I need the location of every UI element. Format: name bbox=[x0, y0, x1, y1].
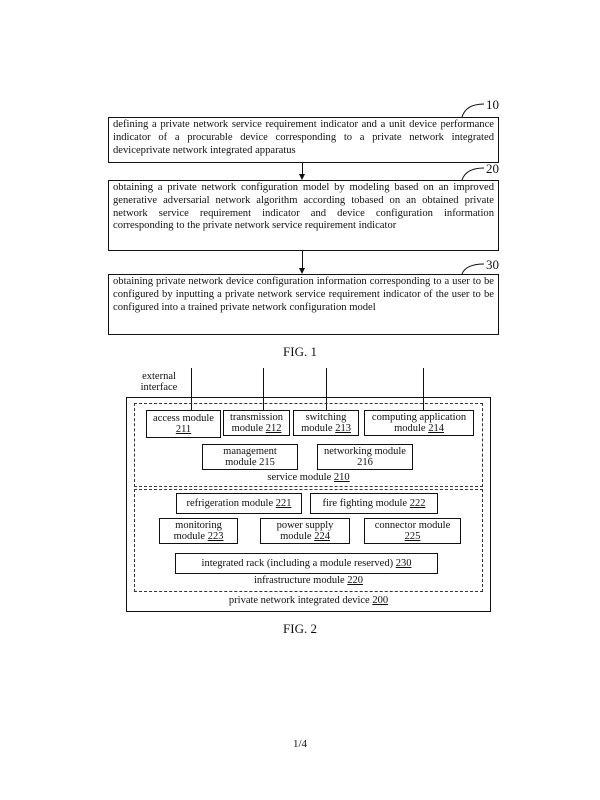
step-ref-20: 20 bbox=[486, 161, 499, 177]
page-number: 1/4 bbox=[0, 738, 600, 750]
module-name: refrigeration module bbox=[187, 498, 274, 509]
label-number: 200 bbox=[372, 595, 388, 606]
module-number: 224 bbox=[314, 531, 330, 542]
step-box-20: obtaining a private network configuratio… bbox=[108, 180, 499, 251]
module-number: 213 bbox=[335, 423, 351, 434]
module-number: 212 bbox=[266, 423, 282, 434]
step-ref-10: 10 bbox=[486, 97, 499, 113]
fig1-caption: FIG. 1 bbox=[0, 344, 600, 360]
leader-10 bbox=[462, 104, 484, 117]
arrow-line bbox=[302, 162, 303, 174]
refrigeration-module-221: refrigeration module 221 bbox=[176, 493, 302, 514]
module-name: management module 215 bbox=[217, 446, 283, 469]
module-name: access module bbox=[153, 413, 214, 425]
computing-application-module-214: computing application module 214 bbox=[364, 410, 474, 436]
module-number: 225 bbox=[405, 531, 421, 542]
monitoring-module-223: monitoring module 223 bbox=[159, 518, 238, 544]
step-box-10: defining a private network service requi… bbox=[108, 117, 499, 163]
label-text: private network integrated device bbox=[229, 595, 370, 606]
module-name: computing application module bbox=[372, 412, 466, 435]
module-number: 223 bbox=[208, 531, 224, 542]
networking-module-216: networking module 216 bbox=[317, 444, 413, 470]
module-name: connector module bbox=[375, 520, 451, 531]
management-module-215: management module 215 bbox=[202, 444, 298, 470]
leader-20 bbox=[462, 168, 484, 180]
step-box-30: obtaining private network device configu… bbox=[108, 274, 499, 335]
label-number: 220 bbox=[347, 575, 363, 586]
label-text: infrastructure module bbox=[254, 575, 345, 586]
integrated-rack-230: integrated rack (including a module rese… bbox=[175, 553, 438, 574]
arrow-line bbox=[302, 250, 303, 268]
step-ref-30: 30 bbox=[486, 257, 499, 273]
module-name: networking module 216 bbox=[320, 446, 410, 469]
module-number: 222 bbox=[410, 498, 426, 509]
leader-30 bbox=[462, 264, 484, 274]
external-interface-label: external interface bbox=[134, 371, 184, 393]
module-name: fire fighting module bbox=[323, 498, 408, 509]
transmission-module-212: transmission module 212 bbox=[223, 410, 290, 436]
fig2-caption: FIG. 2 bbox=[0, 621, 600, 637]
service-module-label: service module 210 bbox=[134, 472, 483, 483]
module-number: 221 bbox=[276, 498, 292, 509]
label-text: service module bbox=[267, 472, 331, 483]
module-number: 230 bbox=[396, 558, 412, 569]
module-number: 214 bbox=[428, 423, 444, 434]
label-number: 210 bbox=[334, 472, 350, 483]
power-supply-module-224: power supply module 224 bbox=[260, 518, 350, 544]
connector-module-225: connector module 225 bbox=[364, 518, 461, 544]
switching-module-213: switching module 213 bbox=[293, 410, 359, 436]
access-module-211: access module 211 bbox=[146, 410, 221, 438]
module-name: integrated rack (including a module rese… bbox=[202, 558, 394, 569]
infrastructure-module-label: infrastructure module 220 bbox=[134, 575, 483, 586]
device-label: private network integrated device 200 bbox=[126, 595, 491, 606]
fire-fighting-module-222: fire fighting module 222 bbox=[310, 493, 438, 514]
module-number: 211 bbox=[176, 424, 191, 436]
